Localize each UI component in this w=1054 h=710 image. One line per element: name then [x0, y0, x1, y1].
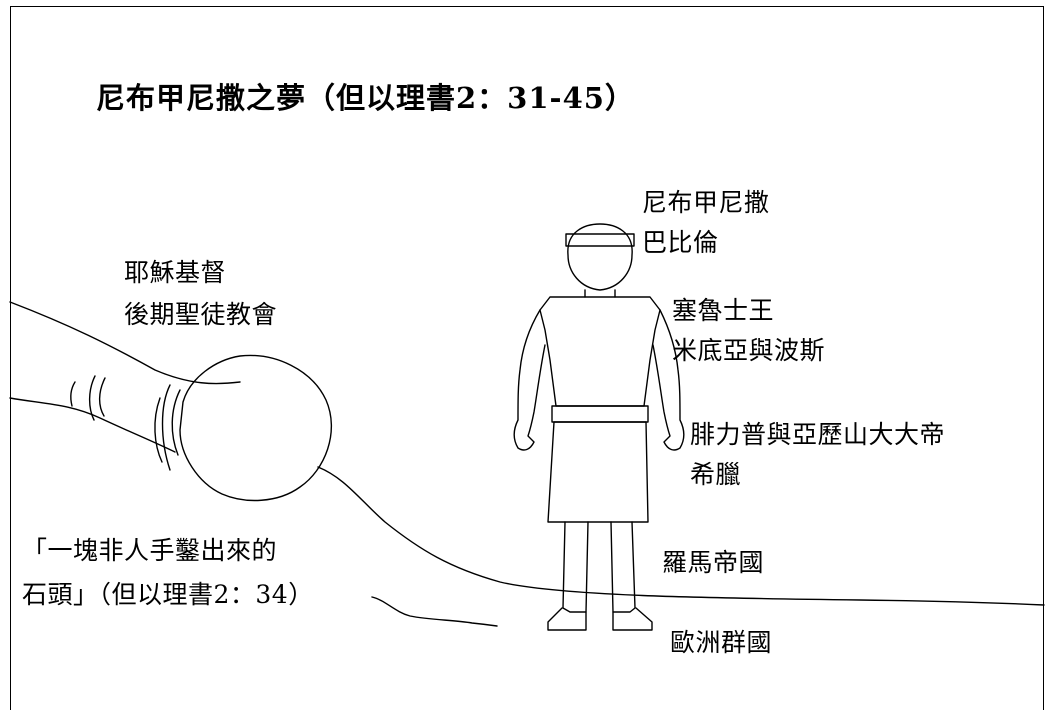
statue-headband [565, 233, 635, 247]
quote-pointer [371, 596, 498, 627]
statue-right-arm [652, 309, 685, 451]
motion-mark-4 [161, 384, 171, 471]
label-feet: 歐洲群國 [670, 628, 773, 657]
statue-left-foot [547, 607, 587, 631]
mountain-slope-upper [9, 301, 241, 385]
label-quote-line2: 石頭」（但以理書2：34） [22, 580, 314, 609]
motion-mark-6 [154, 397, 163, 463]
label-quote-line1: 「一塊非人手鑿出來的 [22, 536, 278, 565]
motion-mark-3 [98, 377, 106, 417]
label-chest: 塞魯士王 [672, 296, 775, 325]
page-title: 尼布甲尼撒之夢（但以理書2：31-45） [96, 81, 635, 115]
label-legs: 羅馬帝國 [662, 548, 765, 577]
label-stone-line1: 耶穌基督 [124, 258, 227, 287]
motion-mark-1 [70, 381, 76, 407]
statue-left-leg [562, 521, 589, 613]
label-stone-line2: 後期聖徒教會 [124, 300, 278, 329]
label-head-kingdom: 巴比倫 [642, 228, 719, 257]
mountain-slope-lower [9, 397, 176, 453]
statue-torso [539, 296, 661, 407]
label-belly: 腓力普與亞歷山大大帝 [690, 420, 946, 449]
stone [179, 354, 333, 502]
motion-mark-2 [88, 375, 96, 421]
statue-neck [584, 289, 616, 298]
motion-mark-5 [171, 389, 181, 456]
statue-left-arm [513, 309, 546, 451]
ground-line [317, 466, 1045, 606]
diagram-frame [10, 6, 1044, 710]
label-chest-kingdom: 米底亞與波斯 [672, 336, 826, 365]
statue-belt [551, 405, 649, 423]
statue-head [567, 223, 633, 291]
statue-right-foot [612, 607, 653, 631]
statue-skirt [547, 421, 649, 523]
statue-right-leg [610, 521, 636, 613]
label-head: 尼布甲尼撒 [642, 188, 770, 217]
label-belly-kingdom: 希臘 [690, 460, 742, 489]
